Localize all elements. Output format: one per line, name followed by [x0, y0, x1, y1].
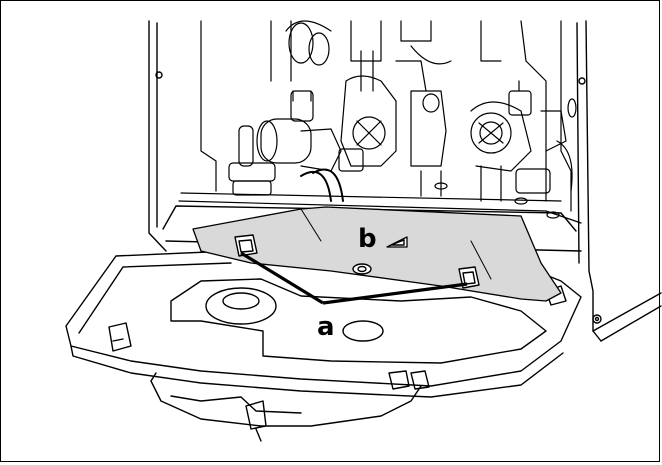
boiler-casing	[148, 20, 662, 342]
fixing-clips-a	[234, 234, 480, 289]
label-b: b	[358, 224, 377, 254]
callout-leaders	[240, 251, 468, 305]
leader-line-a-left	[240, 251, 324, 305]
leader-line-a-right	[322, 282, 468, 305]
internal-components	[178, 20, 582, 224]
label-a: a	[317, 312, 335, 342]
